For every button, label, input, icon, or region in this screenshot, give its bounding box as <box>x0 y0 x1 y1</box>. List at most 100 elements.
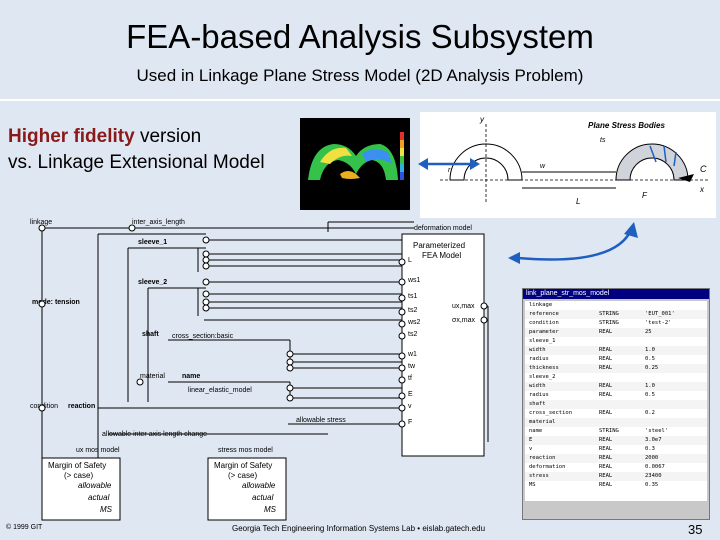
mos-left-allowable: allowable <box>78 481 112 490</box>
title-divider <box>0 99 720 101</box>
mos-left-caption: ux mos model <box>76 447 120 454</box>
software-window-title: link_plane_str_mos_model <box>523 289 709 299</box>
mos-left-ms: MS <box>100 505 113 514</box>
software-table-cell: sleeve_2 <box>529 374 556 380</box>
intro-highlight: Higher fidelity <box>8 126 135 147</box>
software-table-cell: condition <box>529 320 559 326</box>
software-table-row[interactable]: sleeve_1 <box>525 337 707 346</box>
software-table-cell: radius <box>529 392 549 398</box>
software-table-cell: 0.2 <box>645 410 655 416</box>
software-table-row[interactable]: condition STRING 'test-2' <box>525 319 707 328</box>
fea-port-tw: tw <box>408 363 416 370</box>
input-reaction: reaction <box>68 403 95 410</box>
mos-left-actual: actual <box>88 493 110 502</box>
software-table-cell <box>645 301 701 310</box>
software-table-cell <box>599 400 645 409</box>
connector-arrows <box>418 158 638 264</box>
input-allowable-stress: allowable stress <box>296 417 346 424</box>
software-table-cell: name <box>529 428 543 434</box>
intro-line-1: Higher fidelity version <box>8 126 201 148</box>
software-table-row[interactable]: linkage <box>525 301 707 310</box>
software-table-cell: radius <box>529 356 549 362</box>
software-table-row[interactable]: shaft <box>525 400 707 409</box>
software-table-cell: REAL <box>599 437 613 443</box>
software-table-cell: 0.3 <box>645 446 655 452</box>
software-table-cell: REAL <box>599 347 613 353</box>
software-table-cell <box>599 337 645 346</box>
fea-port-E: E <box>408 391 413 398</box>
page-title: FEA-based Analysis Subsystem <box>126 18 594 55</box>
software-table-cell: 0.35 <box>645 482 659 488</box>
page-subtitle: Used in Linkage Plane Stress Model (2D A… <box>136 66 584 85</box>
software-table-cell: linkage <box>529 302 553 308</box>
software-table-cell: REAL <box>599 365 613 371</box>
software-table-cell: 'steel' <box>645 428 669 434</box>
software-table-cell <box>599 418 645 427</box>
software-table-cell: 3.0e7 <box>645 437 662 443</box>
software-table-cell: deformation <box>529 464 566 470</box>
input-mode: mode: tension <box>32 299 80 306</box>
input-material: material <box>140 373 165 380</box>
software-table-row[interactable]: sleeve_2 <box>525 373 707 382</box>
software-table-cell: 25 <box>645 329 652 335</box>
software-table-cell: 'test-2' <box>645 320 672 326</box>
mos-right-actual: actual <box>252 493 274 502</box>
software-table-row[interactable]: material <box>525 418 707 427</box>
schematic-diagram: Parameterized FEA Model L ws1 ts1 ts2 ws… <box>30 219 489 521</box>
software-table-cell: shaft <box>529 401 546 407</box>
input-linear-elastic: linear_elastic_model <box>188 387 252 394</box>
input-name: name <box>182 373 200 380</box>
fea-port-ws1: ws1 <box>407 277 421 284</box>
software-table-cell: 'EUT_001' <box>645 311 675 317</box>
fea-port-ws2: ws2 <box>407 319 421 326</box>
svg-text:w: w <box>540 163 546 170</box>
mos-right-title: Margin of Safety <box>214 461 272 470</box>
software-table-cell: STRING <box>599 320 619 326</box>
software-table-cell: REAL <box>599 455 613 461</box>
software-table-cell: 0.5 <box>645 392 655 398</box>
software-table-cell: 0.0067 <box>645 464 665 470</box>
software-table-cell: parameter <box>529 329 559 335</box>
software-table-cell: REAL <box>599 473 613 479</box>
software-table-cell: REAL <box>599 482 613 488</box>
software-table-cell: 1.0 <box>645 383 655 389</box>
fea-port-L: L <box>408 257 412 264</box>
software-table-cell: v <box>529 446 533 452</box>
software-table-cell: thickness <box>529 365 559 371</box>
software-table-cell: 2000 <box>645 455 659 461</box>
software-table-cell <box>645 373 701 382</box>
software-table-cell <box>645 400 701 409</box>
software-table-cell: cross_section <box>529 410 573 416</box>
software-table-cell <box>645 337 701 346</box>
software-table-cell: STRING <box>599 311 619 317</box>
fea-port-F: F <box>408 419 412 426</box>
svg-text:r: r <box>448 167 451 174</box>
software-table-cell: width <box>529 383 546 389</box>
fea-title-1: Parameterized <box>413 241 465 250</box>
fea-port-v: v <box>408 403 412 410</box>
software-table-row[interactable]: E REAL 3.0e7 <box>525 436 707 445</box>
svg-text:ts: ts <box>600 137 606 144</box>
svg-text:y: y <box>479 115 485 124</box>
software-table-cell <box>599 373 645 382</box>
software-table-cell: 0.5 <box>645 356 655 362</box>
fea-result-image <box>300 118 410 210</box>
software-table-cell: 1.0 <box>645 347 655 353</box>
software-table-cell: E <box>529 437 533 443</box>
mos-right-ms: MS <box>264 505 277 514</box>
